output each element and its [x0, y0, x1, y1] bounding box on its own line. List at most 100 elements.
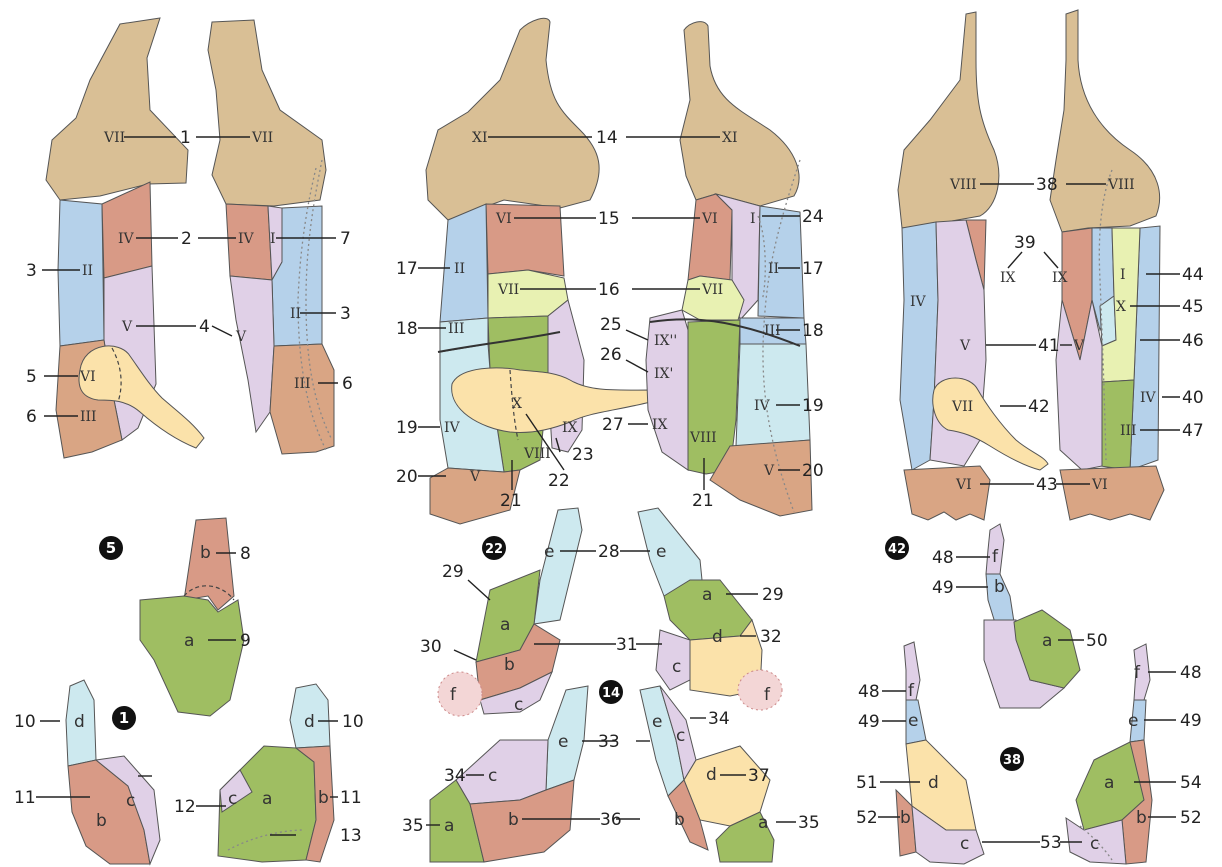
ref-number: 17 [802, 259, 824, 279]
roman-label: II [454, 261, 465, 277]
ref-number: 6 [26, 407, 37, 427]
roman-label: I [1120, 267, 1126, 283]
figure-5-detail [140, 518, 244, 716]
ref-number: 29 [442, 562, 464, 582]
muscle-vii-1-medial [208, 20, 326, 206]
badge-label: 1 [119, 709, 129, 727]
roman-label: IV [238, 231, 255, 247]
figure-1-detail-left [66, 680, 160, 864]
muscle-vi-43 [904, 466, 990, 520]
muscle-vi-15-medial [688, 194, 732, 280]
letter-label: a [758, 813, 768, 833]
roman-label: VI [955, 477, 972, 493]
ref-number: 10 [14, 712, 36, 732]
letter-label: f [1134, 663, 1141, 683]
roman-label: VIII [523, 446, 551, 462]
ref-number: 31 [616, 635, 638, 655]
letter-label: a [500, 615, 510, 635]
badge-label: 5 [106, 539, 116, 557]
badge-38: 38 [1000, 747, 1024, 771]
ref-number: 52 [856, 808, 878, 828]
roman-label: V [763, 463, 775, 479]
ref-number: 19 [802, 396, 824, 416]
roman-label: III [1120, 423, 1137, 439]
ref-number: 15 [598, 209, 620, 229]
letter-label: c [672, 657, 681, 677]
ref-number: 21 [500, 491, 522, 511]
roman-label: VIII [1107, 177, 1135, 193]
part-f-dotted-right [738, 670, 782, 710]
letter-label: e [1128, 711, 1138, 731]
badge-label: 42 [888, 542, 906, 557]
figure-right-limb-lateral [898, 12, 1048, 520]
ref-number: 33 [598, 732, 620, 752]
roman-label: IV [1140, 390, 1157, 406]
letter-label: c [228, 789, 237, 809]
letter-label: a [1104, 773, 1114, 793]
muscle-xi-14 [426, 18, 599, 220]
roman-label: II [82, 263, 93, 279]
roman-label: VII [951, 399, 973, 415]
roman-label: IV [118, 231, 135, 247]
roman-label: I [750, 211, 756, 227]
ref-number: 42 [1028, 397, 1050, 417]
ref-number: 20 [396, 467, 418, 487]
ref-number: 29 [762, 585, 784, 605]
letter-label: a [444, 816, 454, 836]
ref-number: 20 [802, 461, 824, 481]
ref-number: 50 [1086, 631, 1108, 651]
figure-22-detail-right [638, 508, 782, 710]
part-e-28 [534, 508, 582, 624]
ref-number: 37 [748, 766, 770, 786]
badge-label: 38 [1003, 753, 1021, 768]
letter-label: c [488, 766, 497, 786]
roman-label: IX' [654, 366, 673, 382]
letter-label: e [908, 711, 918, 731]
ref-number: 52 [1180, 808, 1202, 828]
roman-label: II [768, 261, 779, 277]
roman-label: IX [562, 420, 578, 436]
letter-label: b [318, 788, 329, 808]
letter-label: c [960, 834, 969, 854]
ref-number: 21 [692, 491, 714, 511]
roman-label: IX [1052, 270, 1068, 286]
ref-number: 10 [342, 712, 364, 732]
figure-22-detail-left [438, 508, 582, 716]
roman-label: VIII [689, 430, 717, 446]
badge-5: 5 [99, 536, 123, 560]
letter-label: a [262, 789, 272, 809]
ref-number: 16 [598, 280, 620, 300]
roman-label: III [764, 323, 781, 339]
letter-label: b [200, 543, 211, 563]
ref-number: 18 [802, 321, 824, 341]
badge-22: 22 [482, 536, 506, 560]
ref-number: 49 [1180, 711, 1202, 731]
ref-number: 49 [858, 712, 880, 732]
ref-number: 4 [199, 317, 210, 337]
letter-label: b [674, 810, 685, 830]
ref-number: 32 [760, 627, 782, 647]
letter-label: e [652, 712, 662, 732]
roman-label: III [80, 409, 97, 425]
ref-number: 12 [174, 797, 196, 817]
roman-label: III [448, 321, 465, 337]
ref-number: 24 [802, 207, 824, 227]
muscle-viii-38-medial [1050, 10, 1160, 232]
ref-number: 53 [1040, 833, 1062, 853]
letter-label: d [74, 712, 85, 732]
roman-label: VI [495, 211, 512, 227]
roman-label: X [512, 396, 522, 412]
ref-number: 45 [1182, 297, 1204, 317]
roman-label: I [270, 231, 276, 247]
letter-label: b [1136, 808, 1147, 828]
letter-label: d [712, 627, 723, 647]
ref-number: 49 [932, 578, 954, 598]
roman-label: XI [722, 130, 738, 146]
roman-label: VI [79, 369, 96, 385]
ref-number: 3 [26, 261, 37, 281]
ref-number: 19 [396, 418, 418, 438]
roman-label: V [469, 469, 481, 485]
roman-label: X [1116, 299, 1126, 315]
part-a-9 [140, 596, 244, 716]
roman-label: XI [472, 130, 488, 146]
